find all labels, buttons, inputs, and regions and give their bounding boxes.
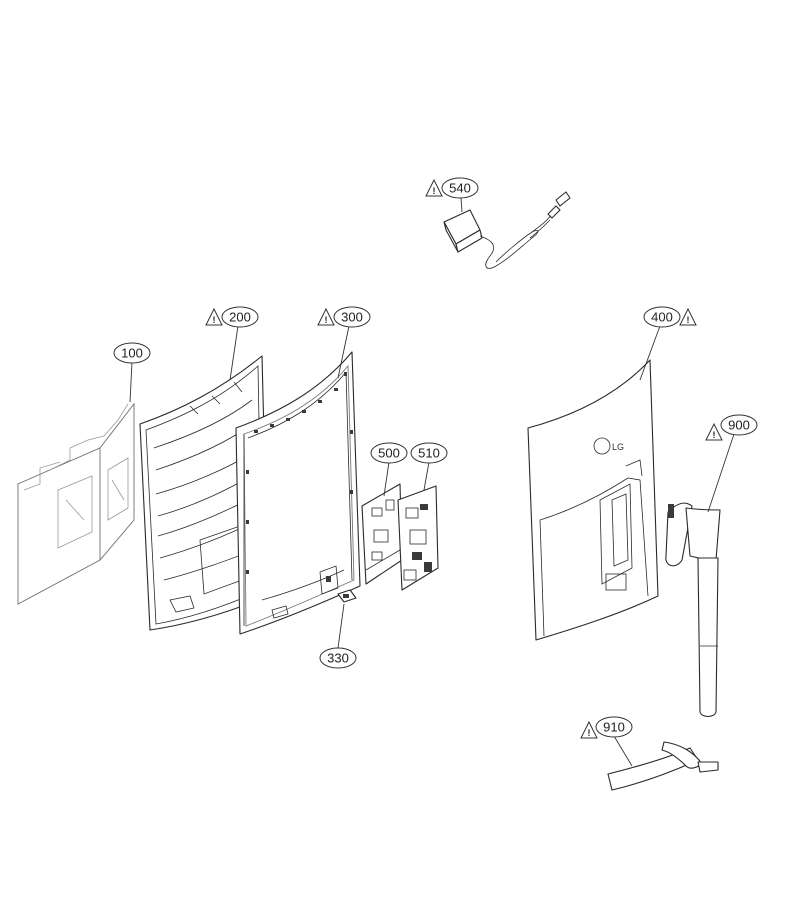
part-500-main-board <box>361 483 403 585</box>
part-400-back-cover: LG <box>527 359 659 641</box>
callout-540: ! 540 <box>425 177 479 199</box>
part-910-stand-base <box>607 741 719 791</box>
warning-mark: ! <box>713 430 716 440</box>
callout-400: 400 ! <box>643 306 697 328</box>
part-100-shell <box>17 402 135 605</box>
bezel-clips <box>246 372 353 574</box>
warning-icon <box>205 307 223 326</box>
part-900-stand-body <box>665 502 721 718</box>
part-330-button <box>337 589 357 603</box>
part-510-power-board <box>397 485 439 591</box>
callout-910: ! 910 <box>580 716 633 739</box>
callout-300: ! 300 <box>317 306 371 328</box>
callout-100-label: 100 <box>121 346 143 361</box>
warning-icon <box>705 422 723 441</box>
callout-510-label: 510 <box>418 446 440 461</box>
callout-500: 500 <box>370 442 408 464</box>
warning-icon <box>425 178 443 197</box>
callout-200: ! 200 <box>205 306 259 328</box>
warning-mark: ! <box>325 315 328 325</box>
part-300-bezel <box>235 351 361 635</box>
warning-mark: ! <box>588 728 591 738</box>
callout-400-label: 400 <box>651 310 673 325</box>
callout-910-label: 910 <box>603 720 625 735</box>
callout-300-label: 300 <box>341 310 363 325</box>
callout-330-label: 330 <box>327 651 349 666</box>
callout-200-label: 200 <box>229 310 251 325</box>
svg-text:LG: LG <box>612 442 624 452</box>
callout-100: 100 <box>113 342 151 364</box>
warning-mark: ! <box>433 186 436 196</box>
warning-icon <box>679 307 697 326</box>
callout-540-label: 540 <box>449 181 471 196</box>
callout-500-label: 500 <box>378 446 400 461</box>
callout-330: 330 <box>319 647 357 669</box>
callout-900: ! 900 <box>705 414 758 441</box>
warning-mark: ! <box>213 315 216 325</box>
callout-900-label: 900 <box>728 418 750 433</box>
leader-lines <box>129 197 735 767</box>
warning-icon <box>317 307 335 326</box>
callout-510: 510 <box>410 442 448 464</box>
lg-logo: LG <box>593 437 624 455</box>
ac-adapter <box>443 191 571 269</box>
warning-icon <box>580 720 598 739</box>
warning-mark: ! <box>687 315 690 325</box>
